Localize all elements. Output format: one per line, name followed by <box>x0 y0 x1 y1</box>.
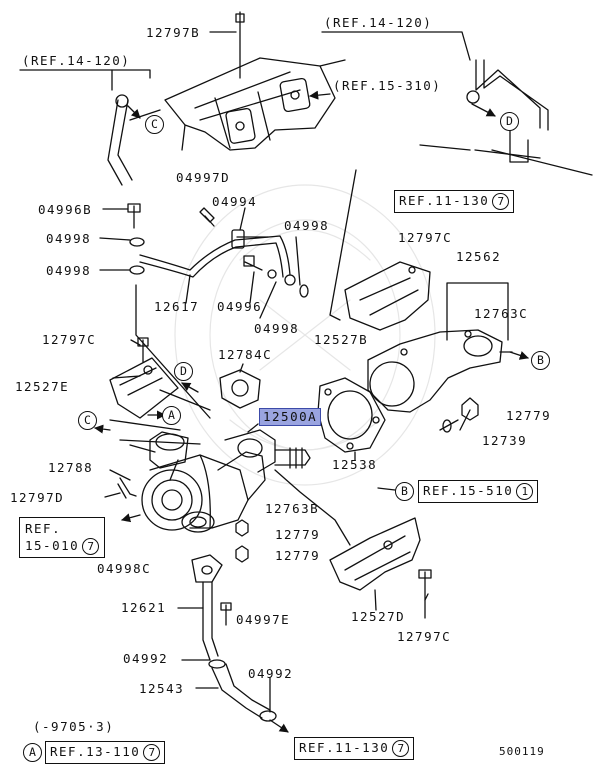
ref-label-15-310: (REF.15-310) <box>333 78 442 93</box>
ref-box-line1: REF. <box>25 521 62 536</box>
ref-box-text: REF.11-130 <box>399 193 490 208</box>
highlighted-part-12500a[interactable]: 12500A <box>259 408 322 426</box>
part-label-12527b: 12527B <box>314 332 369 347</box>
callout-d[interactable]: D <box>174 362 193 381</box>
part-label-12779: 12779 <box>275 527 321 542</box>
oil-return-hose <box>211 663 271 719</box>
turbocharger-body <box>129 429 311 533</box>
part-label-12788: 12788 <box>48 460 94 475</box>
part-label-04992: 04992 <box>123 651 169 666</box>
bracket-12527b <box>344 261 431 331</box>
part-label-12779: 12779 <box>506 408 552 423</box>
part-label-12763c: 12763C <box>474 306 529 321</box>
exhaust-manifold <box>164 57 336 151</box>
callout-a[interactable]: A <box>162 406 181 425</box>
callout-a[interactable]: A <box>23 743 42 762</box>
part-label-04997e: 04997E <box>236 612 291 627</box>
part-label-12527e: 12527E <box>15 379 70 394</box>
ref-circle-number: 7 <box>392 740 410 757</box>
ref-box-text: REF.13-110 <box>50 744 141 759</box>
part-label-12797c: 12797C <box>42 332 97 347</box>
part-label-12621: 12621 <box>121 600 167 615</box>
part-label-04998: 04998 <box>46 231 92 246</box>
callout-c[interactable]: C <box>78 411 97 430</box>
ref-circle-number: 1 <box>516 483 534 500</box>
ref-label-14-120-left: (REF.14-120) <box>22 53 131 68</box>
date-note: (-9705·3) <box>33 719 115 734</box>
part-label-04992: 04992 <box>248 666 294 681</box>
diagram-number: 500119 <box>499 745 545 758</box>
part-label-12617: 12617 <box>154 299 200 314</box>
part-label-12739: 12739 <box>482 433 528 448</box>
part-label-12763b: 12763B <box>265 501 320 516</box>
gasket-04998c <box>191 554 223 583</box>
ref-box-text: REF.11-130 <box>299 740 390 755</box>
callout-c[interactable]: C <box>145 115 164 134</box>
part-label-04996b: 04996B <box>38 202 93 217</box>
part-label-04998: 04998 <box>254 321 300 336</box>
heat-shield-12527e <box>109 357 179 419</box>
part-label-12797c: 12797C <box>397 629 452 644</box>
gasket-12784c <box>219 369 261 409</box>
exhaust-elbow-12562 <box>367 329 503 413</box>
ref-box-text: REF.15-510 <box>423 483 514 498</box>
ref-circle-number: 7 <box>82 538 100 555</box>
part-label-12543: 12543 <box>139 681 185 696</box>
callout-d[interactable]: D <box>500 112 519 131</box>
part-label-12797c: 12797C <box>398 230 453 245</box>
part-label-04997d: 04997D <box>176 170 231 185</box>
ref-circle-number: 7 <box>143 744 161 761</box>
part-label-12784c: 12784C <box>218 347 273 362</box>
ref-circle-number: 7 <box>492 193 510 210</box>
part-label-12562: 12562 <box>456 249 502 264</box>
part-label-12797d: 12797D <box>10 490 65 505</box>
ref-box-line2: 15-010 <box>25 538 80 553</box>
part-label-04996: 04996 <box>217 299 263 314</box>
part-label-12779: 12779 <box>275 548 321 563</box>
callout-b[interactable]: B <box>395 482 414 501</box>
part-label-04998: 04998 <box>284 218 330 233</box>
callout-b[interactable]: B <box>531 351 550 370</box>
part-label-12527d: 12527D <box>351 609 406 624</box>
part-label-04994: 04994 <box>212 194 258 209</box>
oil-return-pipe <box>202 581 219 661</box>
part-label-04998: 04998 <box>46 263 92 278</box>
ref-label-14-120-right: (REF.14-120) <box>324 15 433 30</box>
part-label-12538: 12538 <box>332 457 378 472</box>
part-label-04998c: 04998C <box>97 561 152 576</box>
part-label-12797b: 12797B <box>146 25 201 40</box>
bracket-12527d <box>329 517 421 591</box>
